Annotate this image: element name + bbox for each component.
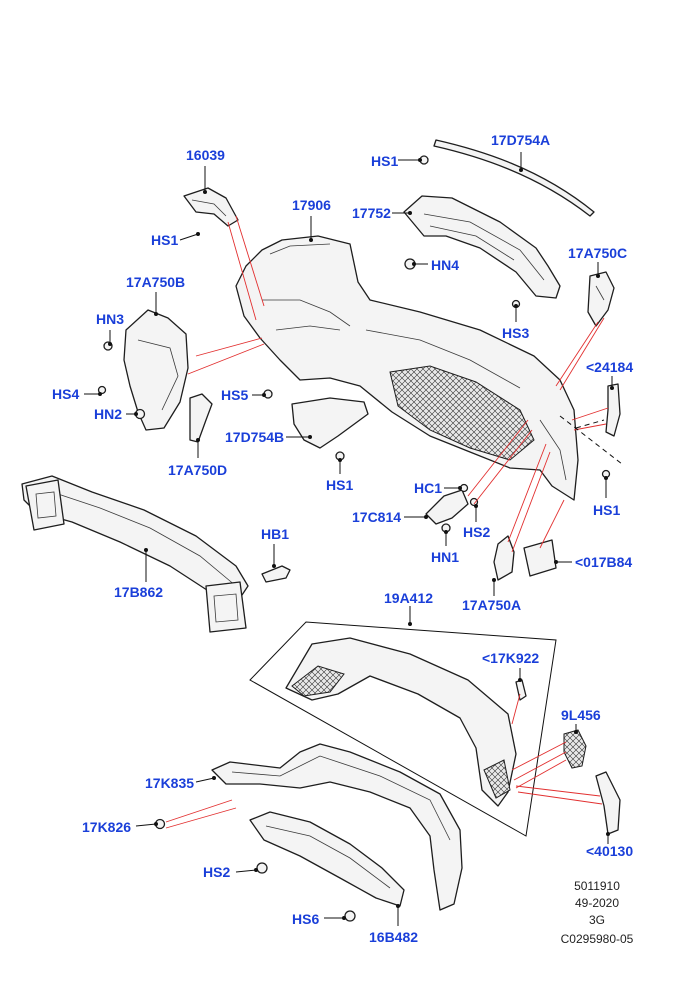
label-hs2-a: HS2 xyxy=(463,524,490,540)
reference-line-1: 5011910 xyxy=(574,879,620,893)
part-17b862-left-plate xyxy=(25,479,65,531)
label-19a412: 19A412 xyxy=(384,590,433,606)
fastener-hs6 xyxy=(344,910,356,922)
label-17k922: <17K922 xyxy=(482,650,539,666)
part-17b862-right-plate xyxy=(205,581,247,633)
label-17a750a: 17A750A xyxy=(462,597,521,613)
part-17752-reinforcement xyxy=(403,195,561,299)
part-40130-reflector xyxy=(595,771,621,835)
fastener-hs2-lower xyxy=(256,862,268,874)
part-19a412-right-grille xyxy=(483,759,511,799)
label-hs3: HS3 xyxy=(502,325,529,341)
label-hb1: HB1 xyxy=(261,526,289,542)
label-17c814: 17C814 xyxy=(352,509,401,525)
label-16b482: 16B482 xyxy=(369,929,418,945)
label-hs1-a: HS1 xyxy=(151,232,178,248)
part-24184-bracket xyxy=(605,383,621,437)
label-17d754b: 17D754B xyxy=(225,429,284,445)
label-17a750c: 17A750C xyxy=(568,245,627,261)
part-17a750d-bracket xyxy=(189,393,213,443)
part-17906-recess xyxy=(389,365,535,461)
label-17906: 17906 xyxy=(292,197,331,213)
label-17752: 17752 xyxy=(352,205,391,221)
part-19a412-lower-cover xyxy=(285,637,517,807)
label-hs1-b: HS1 xyxy=(371,153,398,169)
label-17k835: 17K835 xyxy=(145,775,194,791)
reference-block: 5011910 49-2020 3G C0295980-05 xyxy=(561,879,634,946)
label-hn1: HN1 xyxy=(431,549,459,565)
part-17d754b-insert xyxy=(291,397,369,449)
part-17a750b-bracket xyxy=(123,309,189,431)
label-hs1-d: HS1 xyxy=(593,502,620,518)
part-17a750a-bracket xyxy=(493,535,515,581)
label-hs4: HS4 xyxy=(52,386,79,402)
part-017b84-pad xyxy=(523,539,557,577)
part-16b482-skid-plate xyxy=(249,811,405,907)
label-hs2-b: HS2 xyxy=(203,864,230,880)
part-17k835-trim xyxy=(211,743,463,911)
fastener-hs4 xyxy=(97,385,107,395)
reference-line-2: 49-2020 xyxy=(575,896,619,910)
label-017b84: <017B84 xyxy=(575,554,632,570)
part-16039-bracket xyxy=(183,187,239,227)
reference-line-3: 3G xyxy=(589,913,605,927)
label-hs5: HS5 xyxy=(221,387,248,403)
leader-lines xyxy=(84,152,614,926)
part-17a750c-bracket xyxy=(587,271,615,327)
part-9l456-grille xyxy=(563,729,587,769)
label-17a750d: 17A750D xyxy=(168,462,227,478)
install-lines xyxy=(165,215,609,829)
fastener-hs2-upper xyxy=(469,497,479,507)
label-17b862: 17B862 xyxy=(114,584,163,600)
part-hb1-bolt xyxy=(261,565,291,583)
label-hs6: HS6 xyxy=(292,911,319,927)
label-9l456: 9L456 xyxy=(561,707,601,723)
label-16039: 16039 xyxy=(186,147,225,163)
reference-line-4: C0295980-05 xyxy=(561,932,634,946)
part-19a412-left-grille xyxy=(291,665,345,697)
label-hn4: HN4 xyxy=(431,257,459,273)
label-17k826: 17K826 xyxy=(82,819,131,835)
part-17d754a-strip xyxy=(433,139,595,217)
assembly-19a412-frame xyxy=(249,621,557,837)
label-hc1: HC1 xyxy=(414,480,442,496)
label-24184: <24184 xyxy=(586,359,633,375)
label-17d754a: 17D754A xyxy=(491,132,550,148)
label-hs1-c: HS1 xyxy=(326,477,353,493)
label-hn2: HN2 xyxy=(94,406,122,422)
part-17k922-clip xyxy=(515,679,527,701)
part-17c814-bracket xyxy=(425,489,469,525)
label-17a750b: 17A750B xyxy=(126,274,185,290)
label-40130: <40130 xyxy=(586,843,633,859)
label-hn3: HN3 xyxy=(96,311,124,327)
